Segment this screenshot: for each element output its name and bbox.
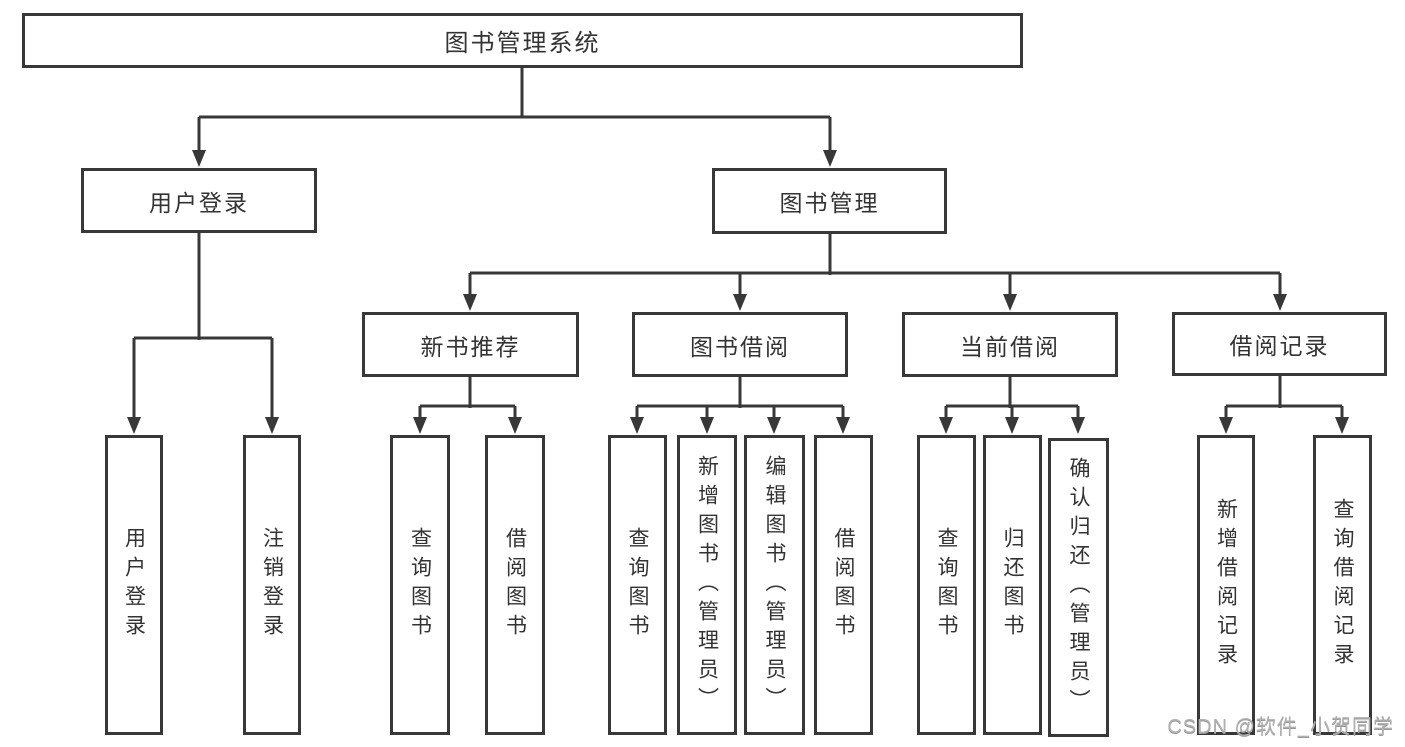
node-label: 确认归还（管理员） bbox=[1067, 457, 1090, 718]
leaf-add-books-admin: 新增图书（管理员） bbox=[677, 435, 737, 735]
node-label: 归还图书 bbox=[1001, 527, 1024, 643]
arrow-down-icon bbox=[1005, 417, 1019, 434]
leaf-query-books-borrowing: 查询图书 bbox=[608, 435, 667, 735]
arrow-down-icon bbox=[265, 417, 279, 434]
node-label: 图书借阅 bbox=[690, 333, 790, 360]
node-user-login: 用户登录 bbox=[81, 168, 317, 233]
node-label: 新增借阅记录 bbox=[1214, 498, 1238, 672]
node-label: 查询图书 bbox=[935, 527, 958, 643]
node-label: 查询图书 bbox=[408, 527, 432, 643]
arrow-down-icon bbox=[1219, 417, 1233, 434]
connector-path bbox=[132, 68, 1344, 419]
leaf-query-books-recommend: 查询图书 bbox=[390, 435, 450, 735]
arrow-down-icon bbox=[413, 417, 427, 434]
arrow-down-icon bbox=[508, 417, 522, 434]
leaf-confirm-return-admin: 确认归还（管理员） bbox=[1048, 438, 1109, 737]
node-label: 新增图书（管理员） bbox=[695, 454, 719, 716]
arrow-down-icon bbox=[463, 294, 477, 311]
node-label: 用户登录 bbox=[122, 527, 146, 643]
leaf-logout: 注销登录 bbox=[243, 435, 301, 735]
node-new-book-recommend: 新书推荐 bbox=[362, 312, 579, 377]
leaf-borrow-books: 借阅图书 bbox=[814, 435, 873, 735]
leaf-query-books-current: 查询图书 bbox=[917, 435, 976, 735]
node-borrowing-records: 借阅记录 bbox=[1172, 312, 1387, 376]
node-label: 查询图书 bbox=[626, 527, 649, 643]
arrow-down-icon bbox=[1273, 294, 1287, 311]
leaf-edit-books-admin: 编辑图书（管理员） bbox=[744, 435, 805, 735]
node-label: 借阅图书 bbox=[832, 527, 855, 643]
node-label: 注销登录 bbox=[260, 527, 284, 643]
arrow-down-icon bbox=[823, 150, 837, 167]
arrow-down-icon bbox=[939, 417, 953, 434]
arrow-down-icon bbox=[127, 417, 141, 434]
arrow-down-icon bbox=[1003, 294, 1017, 311]
arrow-down-icon bbox=[700, 417, 714, 434]
arrow-down-icon bbox=[1071, 417, 1085, 434]
node-label: 图书管理 bbox=[779, 190, 880, 216]
arrow-down-icon bbox=[733, 294, 747, 311]
node-label: 图书管理系统 bbox=[444, 30, 601, 57]
watermark: CSDN @软件_小贺同学 bbox=[1167, 716, 1394, 738]
node-root: 图书管理系统 bbox=[22, 13, 1023, 68]
leaf-add-borrow-record: 新增借阅记录 bbox=[1197, 435, 1255, 735]
arrow-down-icon bbox=[192, 150, 206, 167]
arrowhead-icons bbox=[127, 150, 1349, 434]
arrow-down-icon bbox=[836, 417, 850, 434]
arrow-down-icon bbox=[1335, 417, 1349, 434]
node-label: 用户登录 bbox=[149, 189, 249, 216]
node-current-borrowing: 当前借阅 bbox=[902, 312, 1118, 377]
leaf-return-books: 归还图书 bbox=[983, 435, 1042, 735]
node-label: 当前借阅 bbox=[960, 333, 1060, 360]
arrow-down-icon bbox=[630, 417, 644, 434]
node-book-borrowing: 图书借阅 bbox=[632, 312, 848, 377]
node-book-management: 图书管理 bbox=[712, 168, 947, 234]
node-label: 编辑图书（管理员） bbox=[763, 454, 786, 716]
node-label: 借阅图书 bbox=[503, 527, 527, 643]
arrow-down-icon bbox=[767, 417, 781, 434]
leaf-query-borrow-record: 查询借阅记录 bbox=[1313, 435, 1372, 735]
node-label: 借阅记录 bbox=[1229, 333, 1330, 359]
leaf-user-login: 用户登录 bbox=[105, 435, 163, 735]
node-label: 查询借阅记录 bbox=[1331, 498, 1354, 672]
leaf-borrow-books-recommend: 借阅图书 bbox=[485, 435, 545, 735]
node-label: 新书推荐 bbox=[420, 333, 521, 360]
